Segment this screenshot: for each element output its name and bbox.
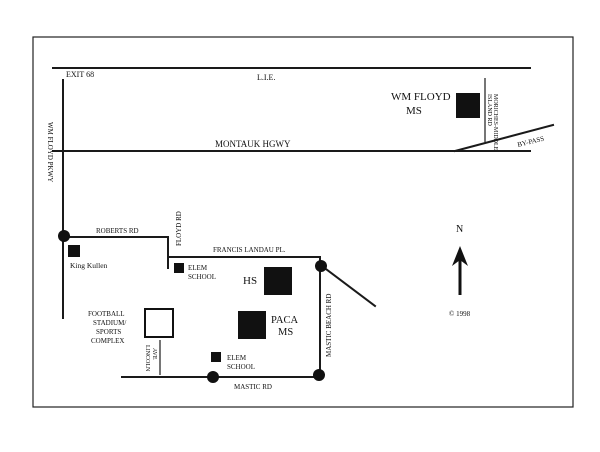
- moriches-label-2: ISLAND RD: [486, 94, 492, 127]
- wm-floyd-ms-label-1: WM FLOYD: [391, 91, 451, 103]
- wm-floyd-pkwy-label: WM FLOYD PKWY: [46, 122, 54, 182]
- intersection-dot: [313, 369, 325, 381]
- stadium-label-3: SPORTS: [96, 328, 121, 336]
- moriches-label-1: MORICHES-MIDDLE: [492, 94, 498, 151]
- exit-label: EXIT 68: [66, 70, 94, 79]
- lincoln-label-2: AVE: [151, 348, 157, 360]
- lincoln-label-1: LINCOLN: [144, 345, 150, 372]
- stadium-label-2: STADIUM/: [93, 319, 126, 327]
- wm-floyd-ms-label-2: MS: [406, 105, 422, 117]
- intersection-dot: [315, 260, 327, 272]
- paca-label-2: MS: [278, 327, 293, 338]
- bypass-road: [453, 123, 555, 153]
- paca-ms-building: [238, 311, 266, 339]
- elem2-label-2: SCHOOL: [227, 363, 255, 371]
- stadium-label-4: COMPLEX: [91, 337, 124, 345]
- floyd-rd-label: FLOYD RD: [175, 211, 183, 246]
- map-frame: [32, 36, 574, 408]
- lie-label: L.I.E.: [257, 73, 275, 82]
- stadium-label-1: FOOTBALL: [88, 310, 125, 318]
- elem-school-1-building: [174, 263, 184, 273]
- elem1-label-2: SCHOOL: [188, 273, 216, 281]
- elem-school-2-building: [211, 352, 221, 362]
- intersection-dot: [58, 230, 70, 242]
- mastic-rd-label: MASTIC RD: [234, 383, 272, 391]
- mastic-beach-label: MASTIC BEACH RD: [325, 294, 333, 357]
- ne-branch-road: [320, 264, 377, 308]
- copyright-label: © 1998: [449, 310, 471, 318]
- elem1-label-1: ELEM: [188, 264, 208, 272]
- north-label: N: [456, 224, 463, 235]
- king-kullen-building: [68, 245, 80, 257]
- king-kullen-label: King Kullen: [70, 261, 108, 270]
- north-arrow-icon: [452, 246, 468, 295]
- stadium-building: [144, 308, 174, 338]
- francis-label: FRANCIS LANDAU PL.: [213, 246, 286, 254]
- paca-label-1: PACA: [271, 315, 298, 326]
- intersection-dot: [207, 371, 219, 383]
- roberts-label: ROBERTS RD: [96, 227, 139, 235]
- montauk-label: MONTAUK HGWY: [215, 139, 291, 149]
- hs-building: [264, 267, 292, 295]
- hs-label: HS: [243, 275, 257, 287]
- elem2-label-1: ELEM: [227, 354, 247, 362]
- wm-floyd-ms-building: [456, 93, 480, 118]
